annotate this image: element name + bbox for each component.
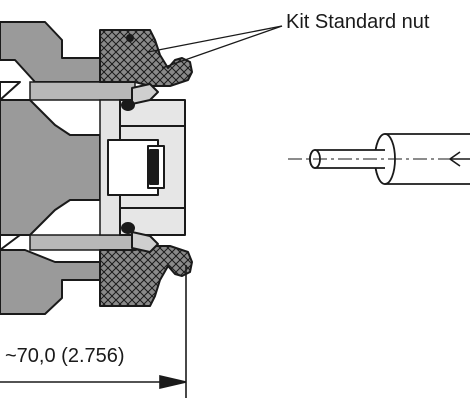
callout-leaders [147, 25, 283, 69]
dimension-lines [0, 265, 187, 398]
housing-body [0, 21, 101, 315]
callout-label: Kit Standard nut [286, 11, 430, 33]
standard-nut-top [99, 29, 193, 87]
standard-nut-bottom [99, 245, 193, 307]
insertion-arrow [448, 151, 470, 167]
dimension-label: ~70,0 (2.756) [5, 345, 125, 367]
ferrule-insert [107, 83, 186, 253]
